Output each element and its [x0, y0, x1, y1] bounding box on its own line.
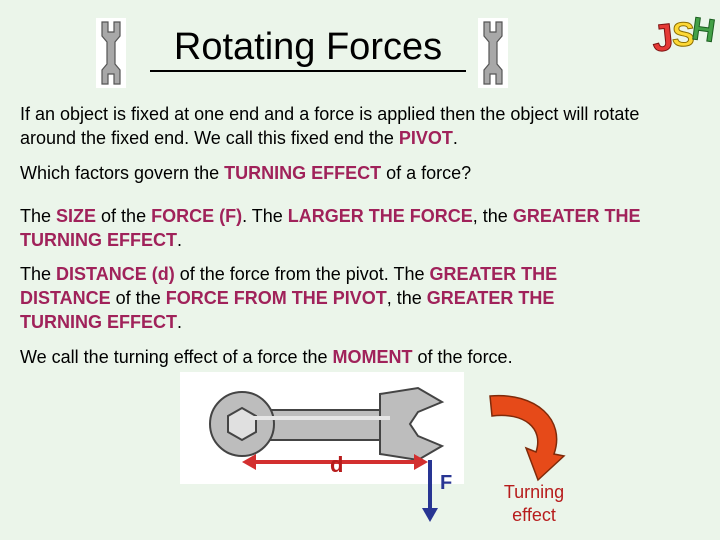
- size-text-4: , the: [472, 206, 513, 226]
- moment-paragraph: We call the turning effect of a force th…: [20, 345, 650, 369]
- intro-paragraph: If an object is fixed at one end and a f…: [20, 102, 650, 150]
- question-paragraph: Which factors govern the TURNING EFFECT …: [20, 161, 650, 185]
- svg-text:J: J: [650, 17, 675, 60]
- greater-distance-term: GREATER THE DISTANCE: [20, 264, 558, 308]
- spanner-diagram: [180, 372, 464, 484]
- intro-end: .: [452, 128, 458, 148]
- page-title: Rotating Forces: [150, 24, 466, 72]
- turning-effect-label: Turning effect: [503, 482, 565, 525]
- force-from-pivot-term: FORCE FROM THE PIVOT: [165, 288, 387, 308]
- size-paragraph: The SIZE of the FORCE (F). The LARGER TH…: [20, 204, 650, 252]
- turning-effect-term: TURNING EFFECT: [224, 163, 382, 183]
- intro-text: If an object is fixed at one end and a f…: [20, 104, 640, 148]
- moment-text-1: We call the turning effect of a force th…: [20, 347, 333, 367]
- right-wrench-icon: [478, 18, 508, 88]
- distance-text-4: , the: [386, 288, 427, 308]
- moment-text-end: of the force.: [412, 347, 513, 367]
- svg-text:S: S: [672, 16, 695, 54]
- distance-text-2: of the force from the pivot. The: [174, 264, 430, 284]
- distance-term: DISTANCE (d): [56, 264, 175, 284]
- jsh-logo-icon: J S H: [648, 6, 719, 61]
- distance-label: d: [330, 452, 344, 477]
- force-arrow: [422, 460, 438, 524]
- question-end: of a force?: [381, 163, 472, 183]
- pivot-term: PIVOT: [398, 128, 453, 148]
- distance-paragraph: The DISTANCE (d) of the force from the p…: [20, 262, 630, 334]
- distance-text-3: of the: [110, 288, 166, 308]
- size-text-end: .: [177, 230, 183, 250]
- rotation-arrow-icon: [484, 390, 570, 482]
- svg-text:H: H: [690, 10, 716, 49]
- size-text-1: The: [20, 206, 57, 226]
- distance-arrow: [240, 452, 430, 472]
- size-text-2: of the: [96, 206, 152, 226]
- force-term: FORCE (F): [151, 206, 243, 226]
- greater-turning-term-2: GREATER THE TURNING EFFECT: [20, 288, 555, 332]
- greater-turning-term: GREATER THE TURNING EFFECT: [20, 206, 641, 250]
- distance-text-end: .: [177, 312, 183, 332]
- size-term: SIZE: [56, 206, 97, 226]
- force-label: F: [440, 472, 453, 494]
- larger-force-term: LARGER THE FORCE: [287, 206, 473, 226]
- question-text: Which factors govern the: [20, 163, 225, 183]
- distance-text-1: The: [20, 264, 57, 284]
- left-wrench-icon: [96, 18, 126, 88]
- size-text-3: . The: [242, 206, 288, 226]
- moment-term: MOMENT: [332, 347, 413, 367]
